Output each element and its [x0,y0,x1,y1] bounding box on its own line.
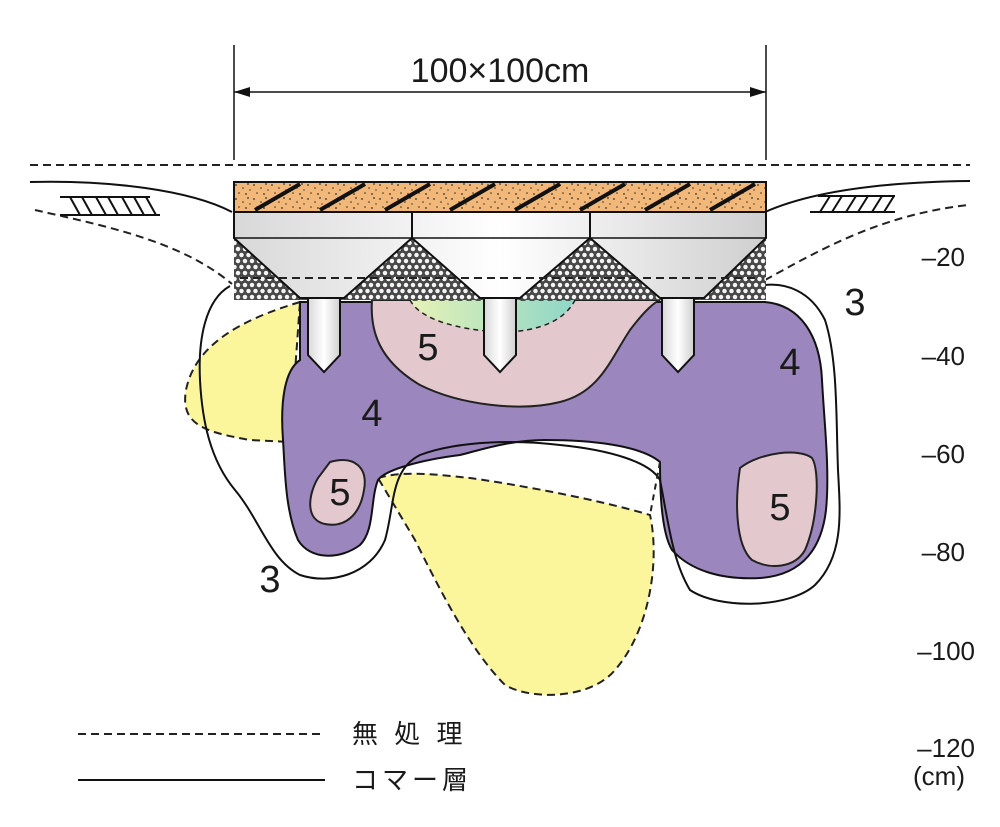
depth-tick-120: –120 [917,733,975,763]
ground-surface-left [29,180,233,213]
dimension-arrow-left [234,87,250,97]
nozzle-center [483,297,517,374]
depth-tick-80: –80 [922,537,965,567]
depth-tick-40: –40 [922,341,965,371]
depth-tick-20: –20 [922,242,965,272]
depth-unit: (cm) [913,761,965,791]
depth-tick-100: –100 [917,636,975,666]
legend-comer-label: コマー層 [352,766,472,796]
zone-5-right-label: 5 [769,487,790,529]
dimension-label: 100×100cm [411,52,590,90]
untreated-boundary-mid-line [649,461,661,516]
depth-tick-60: –60 [922,439,965,469]
zone-5-left-region [309,459,366,526]
zone-5-left-label: 5 [329,472,350,514]
ground-hatch-left [60,196,160,216]
zone-4-right-label: 4 [779,342,800,384]
untreated-boundary-left-line [34,209,233,285]
zone-5-right-region [736,451,818,567]
treatment-unit-body [233,211,767,299]
nozzle-left [307,297,341,374]
nozzle-right [661,297,695,374]
slab-stripes [253,182,757,212]
ground-hatch-right [810,195,895,213]
zone-3-boundary [198,283,841,605]
untreated-region-left [184,300,302,444]
untreated-boundary-right-line [764,204,969,281]
zone-5-top-label: 5 [417,327,438,369]
zone-4-center-label: 4 [361,393,382,435]
zone-3-left-label: 3 [259,559,280,601]
legend-untreated-label: 無 処 理 [352,720,467,750]
dimension-arrow-right [750,87,766,97]
untreated-region-bottom [376,472,655,696]
zone-3-right-label: 3 [844,282,865,324]
ground-surface-right [764,180,971,213]
